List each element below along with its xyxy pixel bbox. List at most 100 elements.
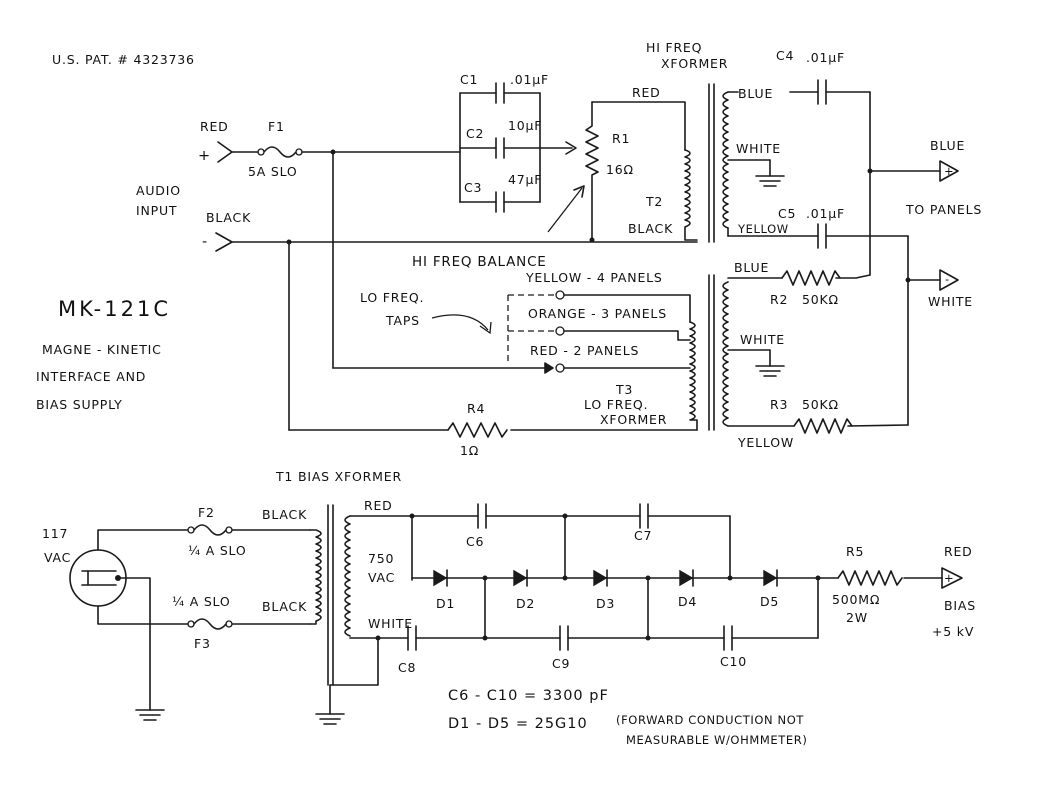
r3-right-wire xyxy=(847,424,909,427)
t3-blue-label: BLUE xyxy=(734,260,769,275)
r5-value: 500MΩ xyxy=(832,592,880,607)
mains-voltage-1: 117 xyxy=(42,526,68,541)
tap-terminal-red xyxy=(555,363,565,373)
taps-pointer-arrow xyxy=(479,321,492,335)
t1-voltage-1: 750 xyxy=(368,551,394,566)
d5-name: D5 xyxy=(760,594,779,609)
bias-terminal-plus: + xyxy=(944,571,954,585)
c8-name: C8 xyxy=(398,660,416,675)
t1-title: T1 BIAS XFORMER xyxy=(275,469,402,484)
bias-red-label: RED xyxy=(944,544,973,559)
c5-name: C5 xyxy=(778,206,796,221)
t1-primary-bottom-label: BLACK xyxy=(262,599,307,614)
tap-red-label: RED - 2 PANELS xyxy=(530,343,639,358)
d4-name: D4 xyxy=(678,594,697,609)
t2-name: T2 xyxy=(645,194,663,209)
junction xyxy=(645,635,651,641)
t1-secondary-bottom-label: WHITE xyxy=(368,616,413,631)
r5-power: 2W xyxy=(846,610,868,625)
c6-name: C6 xyxy=(466,534,484,549)
note-diode-detail-1: (FORWARD CONDUCTION NOT xyxy=(616,713,804,727)
f1-name: F1 xyxy=(268,119,285,134)
f1-fuse xyxy=(231,146,303,158)
c7-name: C7 xyxy=(634,528,652,543)
white-terminal-minus: - xyxy=(945,272,950,286)
white-output-label: WHITE xyxy=(928,294,973,309)
description-line-2: INTERFACE AND xyxy=(36,369,146,384)
r4-value: 1Ω xyxy=(460,443,479,458)
tap-arrow xyxy=(544,362,554,374)
f2-rating: ¼ A SLO xyxy=(188,543,247,558)
tap-orange-label: ORANGE - 3 PANELS xyxy=(528,306,667,321)
t3-title-1: LO FREQ. xyxy=(584,397,648,412)
r2-name: R2 xyxy=(770,292,788,307)
r4-resistor xyxy=(447,422,508,438)
d5-diode xyxy=(763,569,778,587)
f2-fuse xyxy=(187,524,233,536)
mains-voltage-2: VAC xyxy=(44,550,71,565)
t2-secondary-coil xyxy=(722,91,729,229)
c10-name: C10 xyxy=(720,654,747,669)
t1-secondary-coil xyxy=(344,515,351,637)
tap-orange-wire xyxy=(563,330,691,341)
c1-name: C1 xyxy=(460,72,478,87)
d2-name: D2 xyxy=(516,596,535,611)
hi-freq-balance-label: HI FREQ BALANCE xyxy=(412,254,547,270)
c4-name: C4 xyxy=(776,48,794,63)
audio-minus-label: - xyxy=(202,234,208,250)
c4-value: .01µF xyxy=(806,50,845,65)
t1-voltage-2: VAC xyxy=(368,570,395,585)
note-diode-detail-2: MEASURABLE W/OHMMETER) xyxy=(626,733,807,747)
f2-name: F2 xyxy=(198,505,215,520)
t1-primary-top-label: BLACK xyxy=(262,507,307,522)
ground-symbol xyxy=(755,159,785,187)
t1-secondary-top-label: RED xyxy=(364,498,393,513)
r1-name: R1 xyxy=(612,131,630,146)
d1-diode xyxy=(433,569,448,587)
ground-symbol xyxy=(315,713,345,725)
r1-value: 16Ω xyxy=(606,162,634,177)
bias-output-terminal xyxy=(941,567,963,589)
t3-white-label: WHITE xyxy=(740,332,785,347)
t3-name: T3 xyxy=(615,382,633,397)
r2-resistor xyxy=(781,270,841,286)
junction xyxy=(589,237,595,243)
t2-primary-coil xyxy=(684,149,698,241)
c3-name: C3 xyxy=(464,180,482,195)
taps-pointer xyxy=(431,314,489,331)
r1-wiper-arrow xyxy=(565,141,577,155)
patent-number: U.S. PAT. # 4323736 xyxy=(52,52,195,67)
t3-yellow-label: YELLOW xyxy=(737,435,794,450)
f3-rating: ¼ A SLO xyxy=(172,594,231,609)
note-caps: C6 - C10 = 3300 pF xyxy=(448,688,609,704)
d3-diode xyxy=(593,569,608,587)
audio-red-label: RED xyxy=(200,119,229,134)
balance-pointer xyxy=(547,187,583,233)
r3-value: 50KΩ xyxy=(802,397,839,412)
audio-plus-label: + xyxy=(198,148,211,164)
t3-title-2: XFORMER xyxy=(600,412,667,427)
description-line-1: MAGNE - KINETIC xyxy=(42,342,162,357)
t1-white-ground-wire xyxy=(329,637,379,686)
r1-potentiometer xyxy=(585,101,599,241)
mains-ground-wire xyxy=(120,577,151,711)
t2-blue-label: BLUE xyxy=(738,86,773,101)
mains-plug xyxy=(69,549,127,607)
to-panels-label: TO PANELS xyxy=(905,202,982,217)
r3-resistor xyxy=(793,418,853,434)
f3-name: F3 xyxy=(194,636,211,651)
bias-voltage: +5 kV xyxy=(932,624,974,639)
audio-black-label: BLACK xyxy=(206,210,251,225)
r4-name: R4 xyxy=(467,401,485,416)
audio-input-title-2: INPUT xyxy=(136,203,177,218)
d4-diode xyxy=(679,569,694,587)
blue-output-terminal xyxy=(939,160,959,182)
t3-primary-coil xyxy=(689,321,698,431)
tap-terminal-yellow xyxy=(555,290,565,300)
f3-fuse xyxy=(187,618,233,630)
mains-bottom-wire xyxy=(97,605,189,625)
t2-title-1: HI FREQ xyxy=(646,40,702,55)
f1-rating: 5A SLO xyxy=(248,164,298,179)
mains-top-wire xyxy=(97,529,189,551)
